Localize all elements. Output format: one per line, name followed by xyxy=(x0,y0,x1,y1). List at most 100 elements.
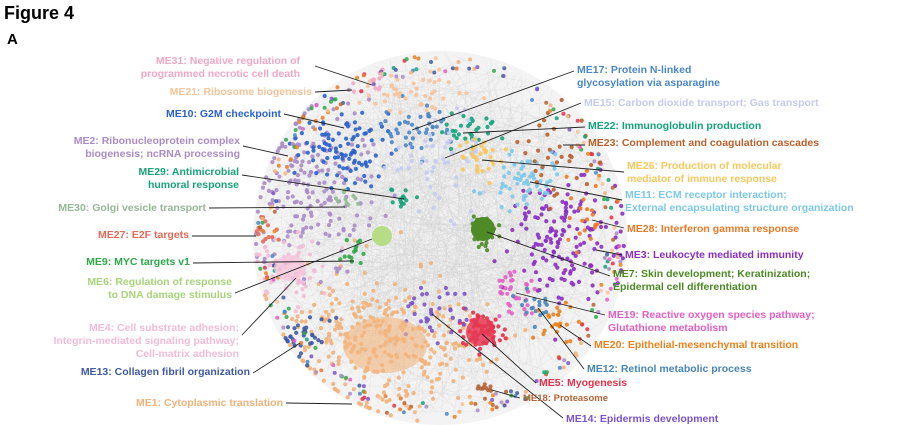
module-clusters xyxy=(253,55,626,423)
leader-me12 xyxy=(537,307,585,370)
hub-me4 xyxy=(274,255,306,281)
label-me11: ME11: ECM receptor interaction;External … xyxy=(625,189,854,214)
label-line: ME31: Negative regulation of xyxy=(156,55,301,67)
label-me22: ME22: Immunoglobulin production xyxy=(588,120,761,132)
cluster-me15 xyxy=(382,106,486,227)
panel-letter: A xyxy=(7,31,18,48)
label-line: humoral response xyxy=(148,179,239,191)
label-me5: ME5: Myogenesis xyxy=(539,377,627,389)
label-line: ME28: Interferon gamma response xyxy=(627,223,799,235)
label-line: Glutathione metabolism xyxy=(608,322,728,334)
label-me15: ME15: Carbon dioxide transport; Gas tran… xyxy=(584,97,819,109)
label-line: ME27: E2F targets xyxy=(98,229,189,241)
label-line: ME30: Golgi vesicle transport xyxy=(58,202,206,214)
rim-nodes xyxy=(256,55,623,419)
leader-me4 xyxy=(241,277,297,336)
leader-me18 xyxy=(491,389,521,399)
label-me4: ME4: Cell substrate adhesion;Integrin-me… xyxy=(53,322,239,360)
leader-me9 xyxy=(192,260,355,264)
label-me3: ME3: Leukocyte mediated immunity xyxy=(625,249,804,261)
leader-me11 xyxy=(529,181,623,201)
label-me9: ME9: MYC targets v1 xyxy=(86,256,190,268)
label-line: ME7: Skin development; Keratinization; xyxy=(613,268,810,280)
label-me27: ME27: E2F targets xyxy=(98,229,189,241)
leader-me5 xyxy=(481,333,537,384)
leader-me22 xyxy=(462,126,586,134)
label-line: ME29: Antimicrobial xyxy=(138,166,239,178)
label-line: ME19: Reactive oxygen species pathway; xyxy=(608,309,815,321)
leader-me31 xyxy=(314,65,373,86)
label-line: mediator of immune response xyxy=(627,173,777,185)
hub-me6 xyxy=(372,226,392,246)
cluster-me11 xyxy=(471,148,560,214)
label-line: External encapsulating structure organiz… xyxy=(625,202,854,214)
label-line: ME21: Ribosome biogenesis xyxy=(170,86,313,98)
label-line: Epidermal cell differentiation xyxy=(613,281,757,293)
label-line: ME26: Production of molecular xyxy=(627,160,782,172)
label-line: Cell-matrix adhesion xyxy=(136,348,239,360)
label-line: ME15: Carbon dioxide transport; Gas tran… xyxy=(584,97,819,109)
hub-me7 xyxy=(471,217,495,241)
label-line: ME18: Proteasome xyxy=(523,393,608,404)
label-line: glycosylation via asparagine xyxy=(577,77,720,89)
leader-me7 xyxy=(486,231,611,277)
label-line: ME5: Myogenesis xyxy=(539,377,627,389)
leader-me19 xyxy=(515,292,606,316)
label-me20: ME20: Epithelial-mesenchymal transition xyxy=(594,339,798,351)
label-line: ME9: MYC targets v1 xyxy=(86,256,190,268)
leader-me20 xyxy=(559,324,592,347)
label-line: ME6: Regulation of response xyxy=(87,276,232,288)
label-line: ME20: Epithelial-mesenchymal transition xyxy=(594,339,798,351)
label-line: ME13: Collagen fibril organization xyxy=(81,366,250,378)
label-me12: ME12: Retinol metabolic process xyxy=(587,363,752,375)
label-me1: ME1: Cytoplasmic translation xyxy=(136,397,283,409)
label-line: ME22: Immunoglobulin production xyxy=(588,120,761,132)
cluster-me14 xyxy=(403,285,469,346)
label-me7: ME7: Skin development; Keratinization;Ep… xyxy=(613,268,810,293)
label-line: to DNA damage stimulus xyxy=(108,289,232,301)
cluster-me28 xyxy=(564,168,600,255)
label-me13: ME13: Collagen fibril organization xyxy=(81,366,250,378)
label-me28: ME28: Interferon gamma response xyxy=(627,223,799,235)
leader-me28 xyxy=(591,219,625,229)
leader-me3 xyxy=(595,249,623,256)
cluster-me10 xyxy=(287,93,394,192)
leader-me26 xyxy=(481,159,625,173)
leader-me30 xyxy=(208,206,346,209)
cluster-me12 xyxy=(510,286,549,330)
label-line: ME12: Retinol metabolic process xyxy=(587,363,752,375)
cluster-me3 xyxy=(492,150,626,342)
label-line: ME3: Leukocyte mediated immunity xyxy=(625,249,804,261)
label-line: biogenesis; ncRNA processing xyxy=(85,148,240,160)
leader-me2 xyxy=(242,145,289,157)
hub-me5 xyxy=(466,318,494,346)
label-me30: ME30: Golgi vesicle transport xyxy=(58,202,206,214)
cluster-me23 xyxy=(515,97,594,211)
cluster-me20 xyxy=(531,300,585,344)
cluster-me18 xyxy=(475,382,509,394)
leader-me29 xyxy=(241,174,405,200)
label-leader-lines xyxy=(192,65,625,419)
label-line: ME10: G2M checkpoint xyxy=(166,108,281,120)
label-line: ME1: Cytoplasmic translation xyxy=(136,397,283,409)
leader-me1 xyxy=(285,402,353,405)
label-line: ME4: Cell substrate adhesion; xyxy=(89,322,239,334)
label-line: ME23: Complement and coagulation cascade… xyxy=(588,137,819,149)
cluster-me27 xyxy=(254,215,281,244)
leader-me21 xyxy=(314,89,353,93)
label-me10: ME10: G2M checkpoint xyxy=(166,108,281,120)
label-me21: ME21: Ribosome biogenesis xyxy=(170,86,313,98)
leader-me6 xyxy=(234,238,373,294)
hub-me1 xyxy=(343,317,427,373)
leader-me10 xyxy=(283,113,345,129)
label-line: programmed necrotic cell death xyxy=(141,68,300,80)
label-line: ME2: Ribonucleoprotein complex xyxy=(74,135,240,147)
leader-me13 xyxy=(252,342,301,374)
